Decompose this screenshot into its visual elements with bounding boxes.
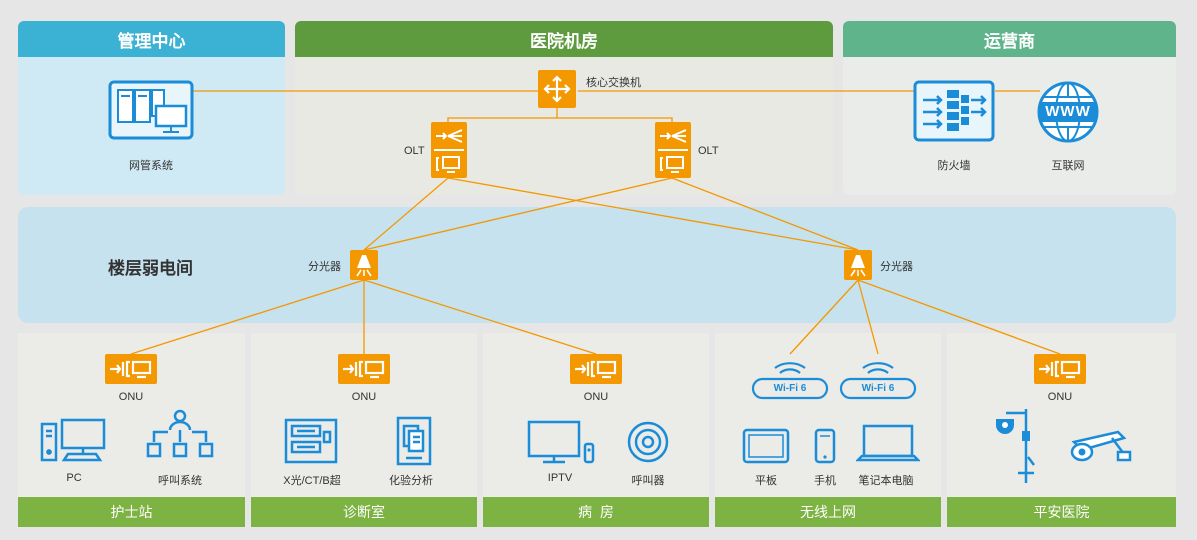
olt-left-label: OLT [404, 145, 425, 157]
core-switch-icon [538, 70, 576, 108]
onu-label: ONU [1047, 391, 1073, 403]
internet-globe-icon: WWW [1036, 80, 1100, 144]
phone-icon [814, 428, 836, 464]
firewall-icon [913, 80, 995, 142]
operator-header: 运营商 [843, 21, 1176, 57]
zone-footer-safety: 平安医院 [947, 497, 1176, 527]
splitter-left-icon [350, 250, 378, 280]
xray-ct-ultrasound-label: X光/CT/B超 [283, 475, 341, 487]
olt-right-label: OLT [698, 145, 719, 157]
onu-icon [570, 354, 622, 384]
phone-label: 手机 [814, 475, 836, 487]
call-system-icon [146, 409, 214, 458]
core-switch-label: 核心交换机 [586, 77, 641, 89]
tablet-label: 平板 [755, 475, 777, 487]
zone-footer-wireless: 无线上网 [715, 497, 941, 527]
pc-label: PC [66, 472, 82, 484]
pager-icon [627, 421, 669, 463]
olt-right-icon [655, 122, 691, 178]
onu-icon [105, 354, 157, 384]
olt-left-icon [431, 122, 467, 178]
pole-camera-icon [996, 409, 1035, 483]
splitter-right-icon [844, 250, 872, 280]
lab-analysis-label: 化验分析 [389, 475, 433, 487]
management-header: 管理中心 [18, 21, 285, 57]
splitter-right-label: 分光器 [880, 261, 913, 273]
zone-footer-ward: 病 房 [483, 497, 709, 527]
iptv-label: IPTV [547, 472, 573, 484]
bullet-camera-icon [1070, 430, 1132, 462]
lab-analysis-icon [396, 416, 432, 466]
onu-label: ONU [118, 391, 144, 403]
wifi6-right-text: Wi-Fi 6 [861, 383, 895, 394]
laptop-label: 笔记本电脑 [858, 475, 914, 487]
firewall-label: 防火墙 [937, 160, 971, 172]
onu-icon [338, 354, 390, 384]
wifi6-left-icon: Wi-Fi 6 [751, 354, 829, 402]
laptop-icon [856, 424, 920, 462]
wifi6-left-text: Wi-Fi 6 [773, 383, 807, 394]
floor-band [18, 207, 1176, 323]
zone-footer-nurse: 护士站 [18, 497, 245, 527]
splitter-left-label: 分光器 [308, 261, 341, 273]
xray-ct-ultrasound-icon [284, 418, 338, 464]
nms-icon [108, 80, 194, 140]
onu-icon [1034, 354, 1086, 384]
zone-footer-diagnosis: 诊断室 [251, 497, 477, 527]
internet-label: 互联网 [1051, 160, 1085, 172]
nms-label: 网管系统 [129, 160, 173, 172]
floor-room-label: 楼层弱电间 [108, 259, 193, 278]
tablet-icon [742, 428, 790, 464]
iptv-icon [527, 420, 595, 464]
onu-label: ONU [583, 391, 609, 403]
onu-label: ONU [351, 391, 377, 403]
www-text: WWW [1045, 103, 1091, 120]
pc-icon [40, 418, 106, 462]
pager-label: 呼叫器 [631, 475, 665, 487]
machine-room-header: 医院机房 [295, 21, 833, 57]
wifi6-right-icon: Wi-Fi 6 [839, 354, 917, 402]
call-system-label: 呼叫系统 [158, 475, 202, 487]
